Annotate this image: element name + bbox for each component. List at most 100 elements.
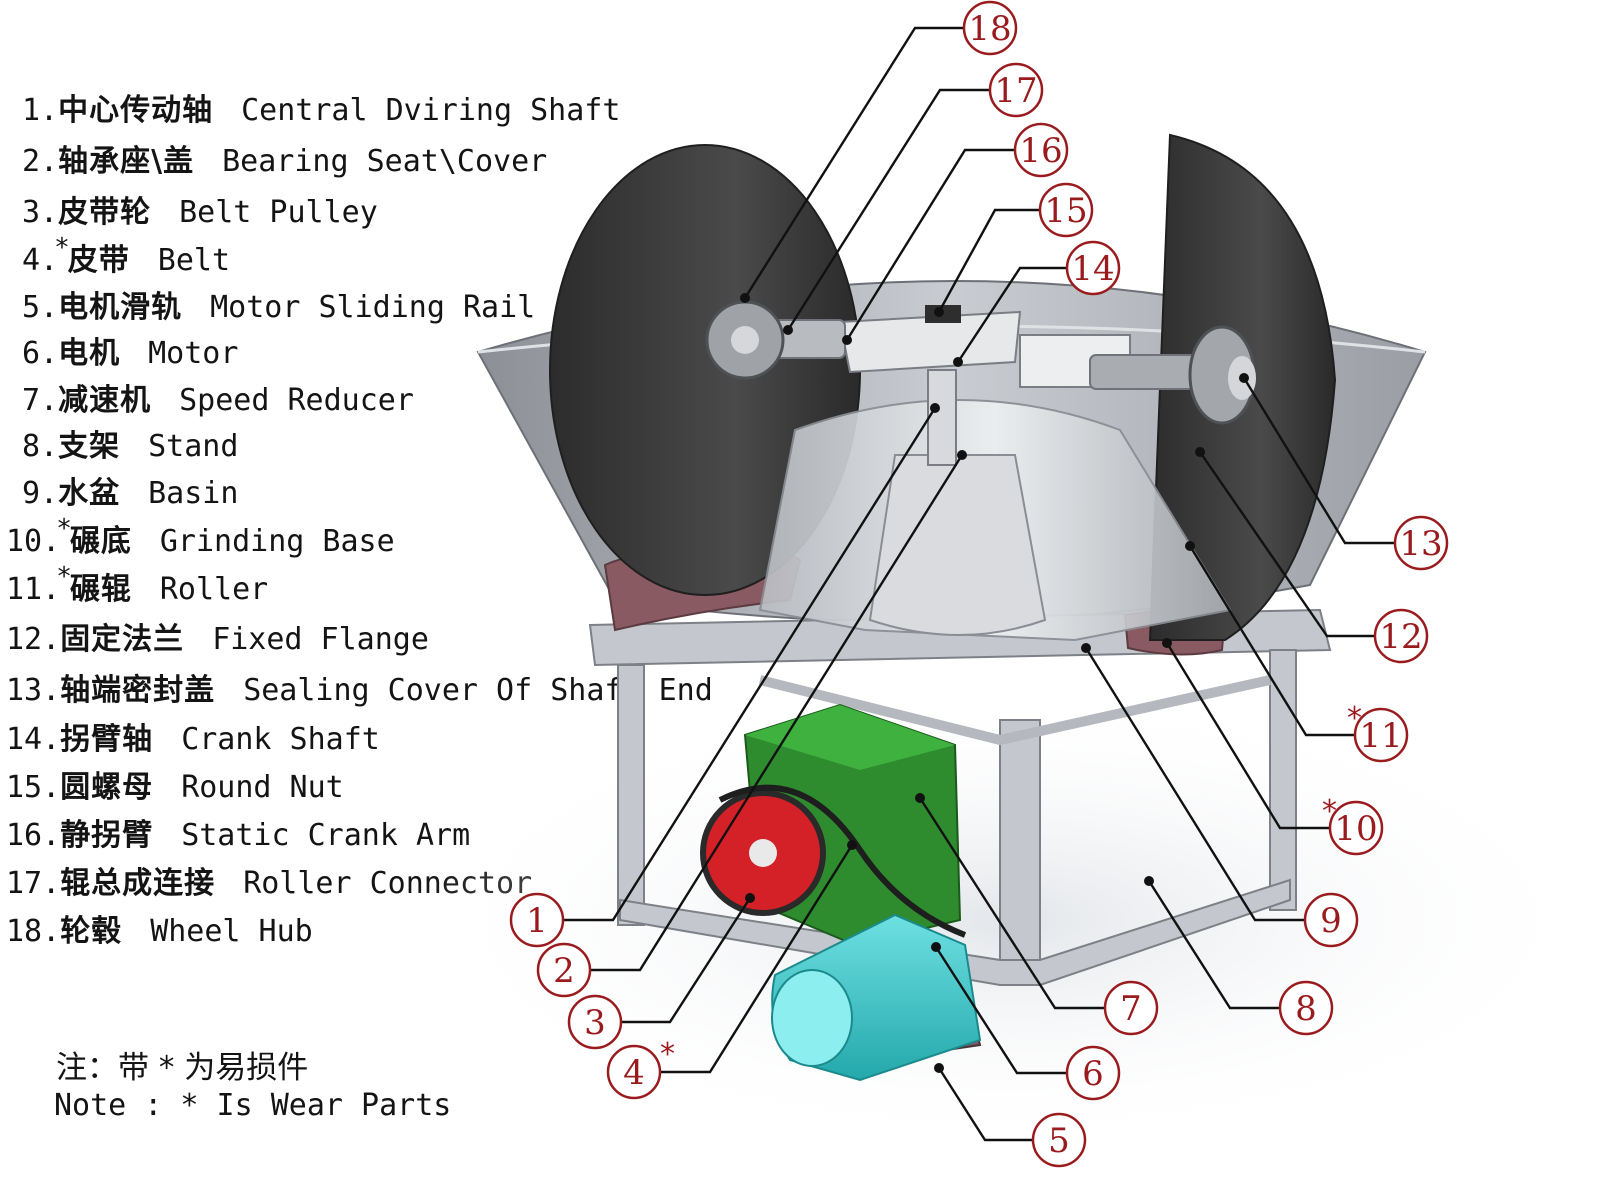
leader-line-18 xyxy=(743,26,963,299)
svg-text:5: 5 xyxy=(1048,1121,1070,1161)
leader-line-15 xyxy=(937,208,1040,313)
leader-line-11 xyxy=(1188,545,1355,737)
svg-text:11: 11 xyxy=(1359,716,1402,756)
svg-text:8: 8 xyxy=(1295,989,1317,1029)
svg-text:9: 9 xyxy=(1320,901,1342,941)
callout-11: 11* xyxy=(1347,701,1409,763)
wear-part-star: * xyxy=(1322,794,1337,829)
leader-endpoints xyxy=(740,293,1249,1073)
motor-end-cap xyxy=(771,969,853,1067)
leader-endpoint-17 xyxy=(783,325,793,335)
svg-text:12: 12 xyxy=(1379,617,1422,657)
svg-text:17: 17 xyxy=(994,71,1037,111)
leader-line-5 xyxy=(937,1067,1033,1142)
speed-reducer-top xyxy=(745,705,955,770)
callout-7: 7 xyxy=(1103,980,1159,1036)
leader-endpoint-16 xyxy=(842,335,852,345)
wear-parts-note-zh: 注：带 * 为易损件 xyxy=(56,1050,309,1086)
leader-endpoint-3 xyxy=(745,893,755,903)
leader-endpoint-13 xyxy=(1239,373,1249,383)
callout-16: 16 xyxy=(1013,122,1069,178)
leader-endpoint-10 xyxy=(1162,638,1172,648)
central-driving-shaft xyxy=(927,369,957,466)
leader-endpoint-5 xyxy=(934,1063,944,1073)
leader-line-3 xyxy=(620,897,752,1024)
leader-endpoint-6 xyxy=(931,942,941,952)
central-column xyxy=(868,454,1047,636)
belt-pulley-hub xyxy=(749,839,777,867)
svg-text:10: 10 xyxy=(1334,809,1377,849)
leader-line-17 xyxy=(786,88,990,331)
svg-text:13: 13 xyxy=(1399,524,1442,564)
callout-3: 3 xyxy=(567,994,623,1050)
leader-endpoint-14 xyxy=(953,357,963,367)
svg-text:14: 14 xyxy=(1071,249,1114,289)
wear-part-star: * xyxy=(56,514,72,544)
callouts: 18 17 16 15 14 13 12 11* 10* 9 8 7 6 5 4… xyxy=(509,0,1449,1168)
svg-text:18: 18 xyxy=(968,9,1011,49)
callout-9: 9 xyxy=(1303,892,1359,948)
belt xyxy=(718,784,967,938)
leader-line-14 xyxy=(956,266,1067,363)
svg-text:7: 7 xyxy=(1120,989,1142,1029)
leader-endpoint-8 xyxy=(1144,876,1154,886)
leader-line-10 xyxy=(1165,642,1330,830)
callout-14: 14 xyxy=(1065,240,1121,296)
svg-text:3: 3 xyxy=(584,1003,606,1043)
svg-text:2: 2 xyxy=(553,951,575,991)
leader-line-7 xyxy=(918,797,1105,1010)
leader-line-9 xyxy=(1084,647,1305,922)
leader-lines xyxy=(563,26,1395,1142)
callout-1: 1 xyxy=(509,892,565,948)
leader-endpoint-9 xyxy=(1081,643,1091,653)
leader-endpoint-12 xyxy=(1195,447,1205,457)
callout-5: 5 xyxy=(1031,1112,1087,1168)
leader-line-4 xyxy=(660,844,854,1074)
callout-15: 15 xyxy=(1038,182,1094,238)
wear-parts-note-en: Note : * Is Wear Parts xyxy=(54,1088,452,1123)
wear-part-star: * xyxy=(660,1037,675,1072)
leader-endpoint-1 xyxy=(930,403,940,413)
wheel-hub-left-center xyxy=(731,326,759,354)
leader-endpoint-18 xyxy=(740,293,750,303)
leader-line-16 xyxy=(845,148,1015,341)
callout-12: 12 xyxy=(1373,608,1429,664)
callout-18: 18 xyxy=(962,0,1018,56)
leader-line-1 xyxy=(563,407,937,922)
wear-part-star: * xyxy=(54,233,70,263)
leader-endpoint-15 xyxy=(934,307,944,317)
svg-text:4: 4 xyxy=(623,1053,645,1093)
svg-text:6: 6 xyxy=(1082,1054,1104,1094)
leader-line-2 xyxy=(590,454,964,972)
leader-line-8 xyxy=(1147,880,1280,1010)
wear-part-star: * xyxy=(56,562,72,592)
callout-17: 17 xyxy=(988,62,1044,118)
leader-endpoint-11 xyxy=(1185,541,1195,551)
leader-line-6 xyxy=(934,946,1067,1075)
callout-8: 8 xyxy=(1278,980,1334,1036)
callout-4: 4* xyxy=(606,1037,675,1100)
svg-text:1: 1 xyxy=(526,901,548,941)
leader-endpoint-2 xyxy=(957,450,967,460)
leader-line-12 xyxy=(1199,451,1375,638)
leader-line-13 xyxy=(1242,377,1395,545)
callout-2: 2 xyxy=(536,942,592,998)
leader-endpoint-4 xyxy=(847,840,857,850)
